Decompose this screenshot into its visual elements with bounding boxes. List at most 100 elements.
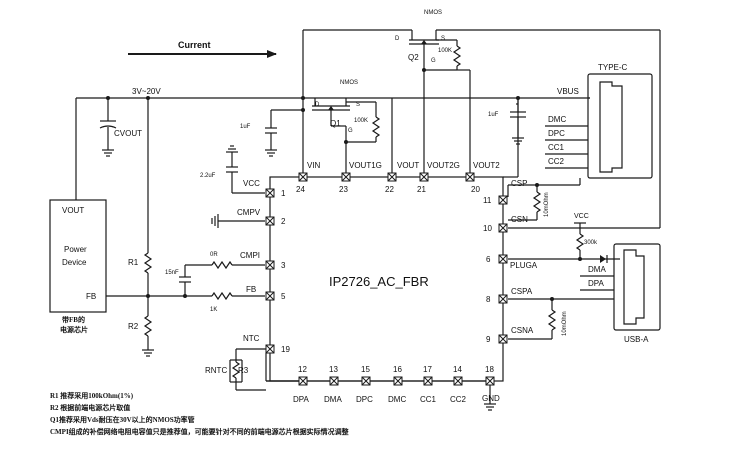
r1-label: R1	[128, 258, 139, 267]
current-label: Current	[178, 40, 211, 50]
pin-dma-label: DMA	[324, 395, 342, 404]
pin-20-num: 20	[471, 185, 480, 194]
nmos-q1-s: S	[356, 102, 360, 108]
sense-res-1-label: 10mOhm	[544, 192, 550, 217]
pin-6-num: 6	[486, 255, 491, 264]
power-device-fb: FB	[86, 292, 96, 301]
nmos-q1-d: D	[315, 102, 320, 108]
note-2: R2 根据前端电源芯片取值	[50, 403, 130, 412]
typec-connector: TYPE-C DMC DPC CC1 CC2	[545, 63, 653, 179]
pin-22-num: 22	[385, 185, 394, 194]
pin-pluga-label: PLUGA	[510, 261, 538, 270]
usba-pin-dpa: DPA	[588, 279, 605, 288]
typec-pin-dmc: DMC	[548, 115, 566, 124]
rntc-label: RNTC	[205, 366, 227, 375]
ntc-network: RNTC R3	[205, 348, 303, 391]
pin-fb-label: FB	[246, 285, 256, 294]
power-device-vout: VOUT	[62, 206, 84, 215]
pin-vin-label: VIN	[307, 161, 321, 170]
fb-note-line1: 带FB的	[62, 315, 85, 324]
pin-cspa-label: CSPA	[511, 287, 533, 296]
cap-1uf-a-label: 1uF	[240, 124, 251, 130]
pin-vout2-label: VOUT2	[473, 161, 500, 170]
pin-cmpv-label: CMPV	[237, 208, 261, 217]
pin-dmc-label: DMC	[388, 395, 406, 404]
typec-pin-cc1: CC1	[548, 143, 565, 152]
nmos-q1-res: 100K	[354, 118, 368, 124]
res-300k-label: 300k	[584, 240, 598, 246]
usba-title: USB-A	[624, 335, 649, 344]
ic-body: IP2726_AC_FBR	[269, 176, 504, 382]
cap-22uf-label: 2.2uF	[200, 173, 216, 179]
nmos-q2-type: NMOS	[424, 10, 442, 16]
pin-csna-label: CSNA	[511, 326, 534, 335]
pin-2-num: 2	[281, 217, 286, 226]
pin-11-num: 11	[483, 196, 492, 205]
cvout-label: CVOUT	[114, 129, 142, 138]
pin-12-num: 12	[298, 365, 307, 374]
typec-pin-cc2: CC2	[548, 157, 565, 166]
ic-bottom-pins: 12 DPA 13 DMA 15 DPC 16 DMC 17 CC1 14 CC…	[266, 365, 500, 411]
pin-21-num: 21	[417, 185, 426, 194]
power-device: VOUT Power Device FB 带FB的 电源芯片	[49, 199, 107, 334]
vbus-net: 1uF VBUS	[488, 87, 590, 178]
ic-top-pins: VIN 24 VOUT1G 23 VOUT 22 VOUT2G 21 VOUT2…	[296, 161, 500, 194]
pin-23-num: 23	[339, 185, 348, 194]
supply-label: 3V~20V	[132, 87, 161, 96]
fb-note-line2: 电源芯片	[60, 325, 88, 334]
pin-10-num: 10	[483, 224, 492, 233]
pin-16-num: 16	[393, 365, 402, 374]
pin-5-num: 5	[281, 292, 286, 301]
power-device-line2: Device	[62, 258, 87, 267]
cmpi-network: 15nF 0R 1K	[165, 252, 265, 313]
nmos-q2-res: 100K	[438, 48, 452, 54]
nmos-q2-d: D	[395, 36, 400, 42]
pin-24-num: 24	[296, 185, 305, 194]
typec-sense: 10mOhm	[507, 178, 581, 221]
nmos-q2: NMOS D S G 100K Q2	[395, 10, 471, 177]
pin-1-num: 1	[281, 189, 286, 198]
pin-vcc-label: VCC	[243, 179, 260, 188]
ic-name: IP2726_AC_FBR	[329, 274, 429, 289]
design-notes: R1 推荐采用100kOhm(1%) R2 根据前端电源芯片取值 Q1推荐采用V…	[50, 391, 349, 436]
pin-15-num: 15	[361, 365, 370, 374]
supply-rail: 3V~20V	[75, 87, 518, 200]
q2-loop	[302, 29, 661, 229]
pin-dpc-label: DPC	[356, 395, 373, 404]
vout-wire	[391, 70, 425, 177]
feedback-divider: R1 R2	[106, 98, 212, 357]
sense-res-2-label: 10mOhm	[562, 311, 568, 336]
pin-dpa-label: DPA	[293, 395, 310, 404]
r2-label: R2	[128, 322, 139, 331]
usba-sense: 10mOhm	[508, 297, 614, 340]
pin-cmpi-label: CMPI	[240, 251, 260, 260]
pin-gnd-label: GND	[482, 394, 500, 403]
cvout-capacitor: CVOUT	[99, 98, 142, 157]
pin-ntc-label: NTC	[243, 334, 260, 343]
pluga-net: VCC 300k	[508, 213, 620, 263]
pin-13-num: 13	[329, 365, 338, 374]
ic-left-pins: VCC 1 CMPV 2 CMPI 3 FB 5 NTC 19	[237, 179, 290, 354]
cap-15nf-label: 15nF	[165, 270, 179, 276]
pin-vout1g-label: VOUT1G	[349, 161, 382, 170]
nmos-q1-g: G	[348, 128, 353, 134]
vin-capacitor: 1uF	[240, 98, 305, 177]
usba-pin-dma: DMA	[588, 265, 606, 274]
note-1: R1 推荐采用100kOhm(1%)	[50, 391, 134, 400]
pin-vout2g-label: VOUT2G	[427, 161, 460, 170]
nmos-q2-s: S	[441, 36, 445, 42]
note-4: CMPI组成的补偿网络电阻电容值只是推荐值，可能要针对不同的前端电源芯片根据实际…	[50, 427, 349, 436]
vcc-capacitor: 2.2uF	[200, 145, 265, 194]
vbus-label: VBUS	[557, 87, 579, 96]
note-3: Q1推荐采用Vds耐压在30V以上的NMOS功率管	[50, 415, 195, 424]
pin-csn-label: CSN	[511, 215, 528, 224]
r3-label: R3	[238, 366, 249, 375]
current-arrow: Current	[128, 40, 277, 58]
pin-vout-label: VOUT	[397, 161, 419, 170]
pin-9-num: 9	[486, 335, 491, 344]
cmpv-ground	[211, 214, 265, 228]
nmos-q1: NMOS D S G 100K Q1	[312, 80, 381, 177]
cap-1uf-b-label: 1uF	[488, 112, 499, 118]
res-1k-label: 1K	[210, 307, 217, 313]
